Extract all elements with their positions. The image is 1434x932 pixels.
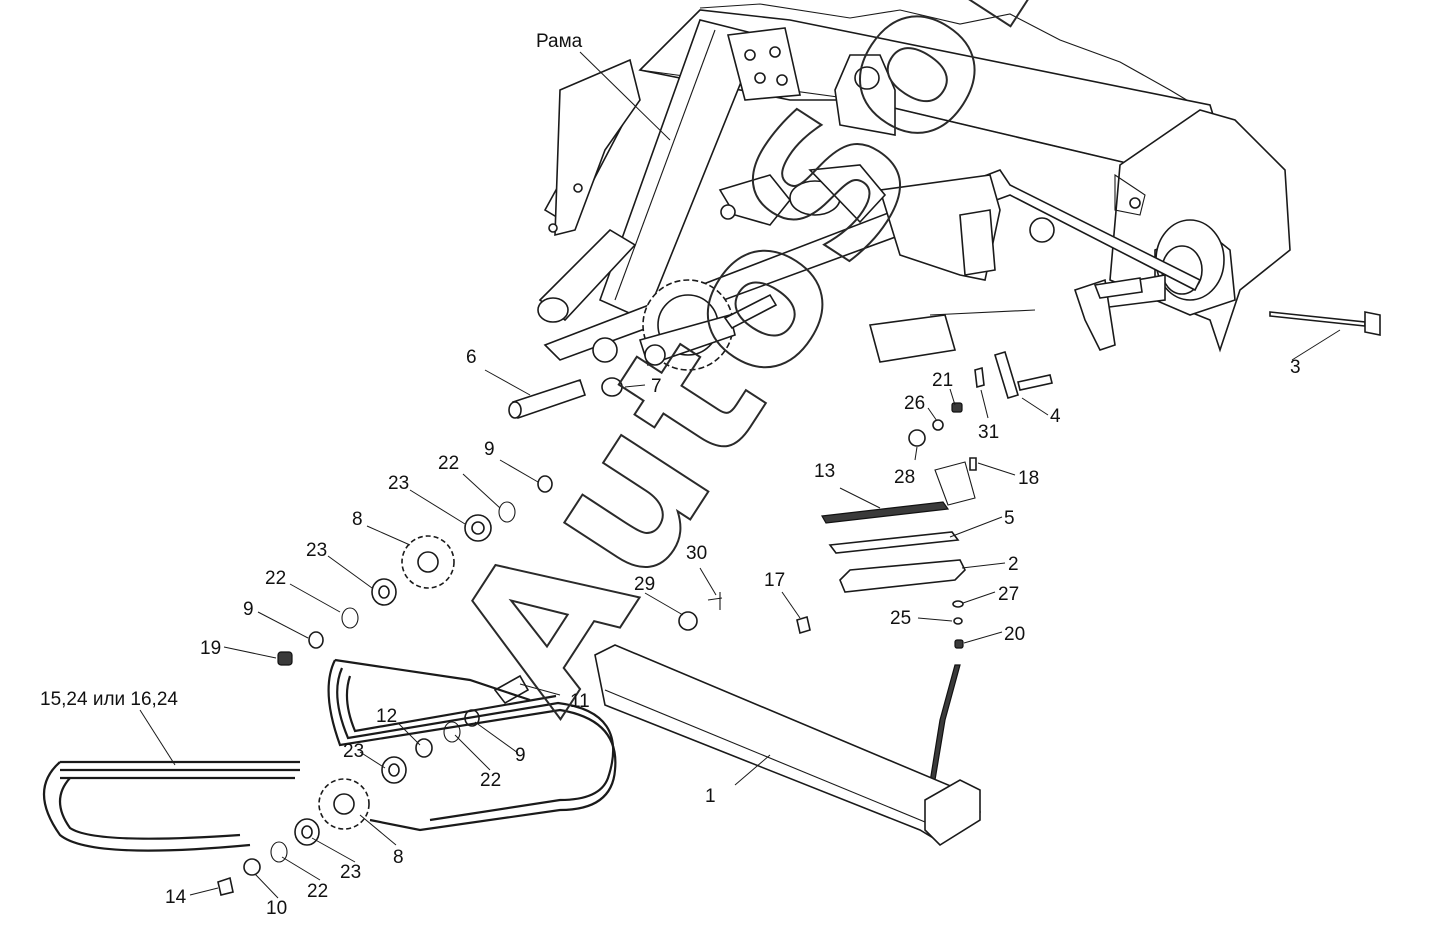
- label-9b: 9: [243, 599, 254, 620]
- label-12: 12: [376, 706, 397, 727]
- bolt-3: [1269, 311, 1366, 327]
- plate-2: [839, 559, 966, 593]
- label-8a: 8: [352, 509, 363, 530]
- label-21: 21: [932, 370, 953, 391]
- label-30: 30: [686, 543, 707, 564]
- belt-set: [42, 658, 617, 852]
- label-27: 27: [998, 584, 1019, 605]
- circlip-22d: [270, 841, 288, 863]
- shaft-11: [493, 674, 530, 705]
- label-1: 1: [705, 786, 716, 807]
- label-20: 20: [1004, 624, 1025, 645]
- lever-4: [994, 351, 1019, 399]
- nut-21: [951, 402, 963, 413]
- label-4: 4: [1050, 406, 1061, 427]
- washer-10: [243, 858, 261, 876]
- label-22d: 22: [307, 881, 328, 902]
- ring-12: [415, 738, 433, 758]
- label-13: 13: [814, 461, 835, 482]
- label-18: 18: [1018, 468, 1039, 489]
- cotter-30: [707, 592, 723, 610]
- guard-1: [594, 644, 981, 843]
- label-14: 14: [165, 887, 187, 908]
- circlip-22b: [341, 607, 359, 629]
- label-23d: 23: [340, 862, 361, 883]
- label-6: 6: [466, 347, 477, 368]
- nut-20: [954, 639, 964, 649]
- label-25: 25: [890, 608, 911, 629]
- washer-29: [678, 611, 698, 631]
- nut-19: [277, 651, 293, 666]
- label-frame: Рама: [536, 31, 583, 52]
- label-29: 29: [634, 574, 655, 595]
- label-8b: 8: [393, 847, 404, 868]
- label-31: 31: [978, 422, 999, 443]
- label-2: 2: [1008, 554, 1019, 575]
- frame-assembly: [537, 3, 1291, 371]
- label-17: 17: [764, 570, 785, 591]
- washer-26: [932, 419, 944, 431]
- label-9a: 9: [484, 439, 495, 460]
- label-22b: 22: [265, 568, 286, 589]
- leader-lines: [139, 51, 1341, 899]
- circlip-22a: [498, 501, 516, 523]
- label-23a: 23: [388, 473, 409, 494]
- label-5: 5: [1004, 508, 1015, 529]
- bolt-14: [217, 876, 234, 896]
- ring-9b: [308, 631, 324, 649]
- label-22a: 22: [438, 453, 459, 474]
- label-19: 19: [200, 638, 221, 659]
- label-26: 26: [904, 393, 925, 414]
- label-23c: 23: [343, 741, 364, 762]
- spring-27: [952, 600, 964, 608]
- parts: [42, 311, 1381, 896]
- plate-5: [828, 531, 960, 554]
- plate-13: [821, 501, 950, 524]
- label-28: 28: [894, 467, 915, 488]
- label-9c: 9: [515, 745, 526, 766]
- pin-18: [969, 457, 977, 471]
- label-23b: 23: [306, 540, 327, 561]
- washer-25: [953, 617, 963, 625]
- circlip-22c: [443, 721, 461, 743]
- label-10: 10: [266, 898, 287, 919]
- ring-9a: [537, 475, 553, 493]
- label-11: 11: [570, 691, 590, 712]
- bushing-7: [601, 377, 623, 397]
- callout-labels: Рама 15,24 или 16,24 6 7 3 4 21 26 31 28…: [40, 31, 1301, 919]
- label-belt-ref: 15,24 или 16,24: [40, 689, 178, 710]
- bolt-17: [796, 615, 811, 635]
- bolt-31: [974, 366, 985, 389]
- chain: [929, 664, 961, 783]
- label-22c: 22: [480, 770, 501, 791]
- washer-28: [908, 429, 926, 447]
- label-3: 3: [1290, 357, 1301, 378]
- label-7: 7: [651, 376, 662, 397]
